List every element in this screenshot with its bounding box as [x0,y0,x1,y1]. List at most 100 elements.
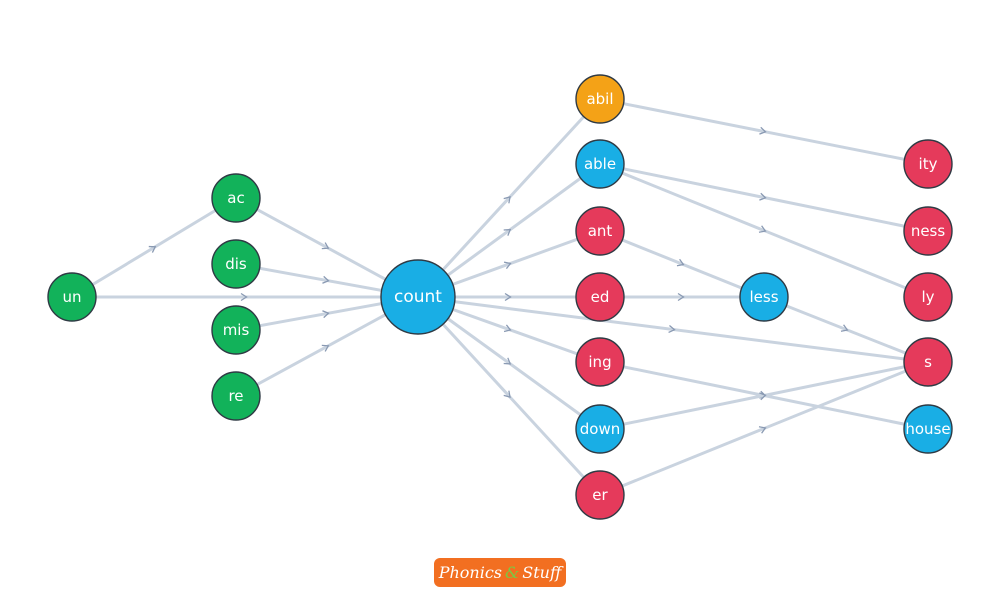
node-dis: dis [211,239,261,289]
edge-ed-less [600,292,764,302]
edge-arrow-icon [503,196,511,204]
edge-arrow-icon [503,357,512,365]
edge-arrow-icon [321,344,330,352]
node-ly: ly [903,272,953,322]
node-circle [575,337,625,387]
node-label: un [62,288,81,306]
edge-arrow-icon [759,126,767,135]
node-ed: ed [575,272,625,322]
edge-arrow-icon [676,258,685,267]
node-circle [739,272,789,322]
node-circle [47,272,97,322]
edge-arrow-icon [758,426,767,434]
edge-line [599,360,929,497]
edge-line [599,162,929,233]
node-circle [575,470,625,520]
edge-ant-less [599,229,765,299]
edge-arrow-icon [503,228,512,236]
node-circle [575,74,625,124]
edge-able-ly [599,162,929,299]
node-er: er [575,470,625,520]
edge-arrow-icon [759,392,767,401]
edge-able-ness [599,162,929,233]
edge-arrow-icon [503,390,511,398]
edge-count-abil [416,97,602,299]
node-label: count [394,287,442,307]
edge-abil-ity [599,97,929,166]
node-ac: ac [211,173,261,223]
edges-layer [71,97,929,497]
edge-arrow-icon [322,275,330,284]
edge-count-er [416,295,602,497]
edge-line [417,295,929,364]
node-count: count [380,259,456,335]
node-re: re [211,371,261,421]
edge-arrow-icon [503,324,512,333]
node-ity: ity [903,139,953,189]
node-circle [211,173,261,223]
edge-line [416,295,602,497]
node-label: abil [586,90,613,108]
node-mis: mis [211,305,261,355]
node-label: mis [223,321,250,339]
node-s: s [903,337,953,387]
node-label: s [924,353,932,371]
node-label: ness [911,222,946,240]
node-circle [380,259,456,335]
phonics-and-stuff-logo: Phonics&Stuff [434,558,566,587]
node-less: less [739,272,789,322]
node-label: dis [225,255,247,273]
edge-line [763,295,929,364]
node-ant: ant [575,206,625,256]
node-circle [903,404,953,454]
node-label: able [584,155,616,173]
edge-arrow-icon [321,242,330,250]
node-house: house [903,404,953,454]
edge-un-count [72,292,418,302]
logo-text-right: Stuff [522,563,562,582]
node-label: ed [591,288,610,306]
node-circle [575,272,625,322]
node-label: ly [921,288,934,306]
edge-less-s [763,295,929,364]
node-label: down [580,420,620,438]
node-circle [575,404,625,454]
node-label: ing [588,353,611,371]
edge-arrow-icon [759,192,767,201]
node-label: er [592,486,608,504]
nodes-layer: un ac dis mis re count abil able ant ed ing down er l… [47,74,953,520]
node-ness: ness [903,206,953,256]
logo-ampersand: & [505,563,520,582]
node-label: ity [919,155,938,173]
node-circle [575,139,625,189]
edge-count-s [417,295,929,364]
edge-line [599,97,929,166]
node-circle [211,305,261,355]
node-circle [903,272,953,322]
logo-text-left: Phonics [438,563,502,582]
edge-line [599,162,929,299]
node-circle [903,337,953,387]
node-label: ac [227,189,244,207]
node-un: un [47,272,97,322]
edge-arrow-icon [504,292,512,302]
node-label: house [905,420,950,438]
node-label: less [749,288,778,306]
node-down: down [575,404,625,454]
edge-line [599,229,765,299]
edge-arrow-icon [668,325,676,334]
node-abil: abil [575,74,625,124]
node-circle [211,239,261,289]
edge-arrow-icon [677,292,685,302]
edge-arrow-icon [758,225,767,233]
edge-line [416,97,602,299]
edge-arrow-icon [240,292,248,302]
node-ing: ing [575,337,625,387]
edge-un-ac [71,196,237,299]
edge-line [599,360,929,431]
node-label: ant [588,222,613,240]
edge-down-s [599,360,929,431]
node-circle [211,371,261,421]
edge-arrow-icon [840,324,849,332]
